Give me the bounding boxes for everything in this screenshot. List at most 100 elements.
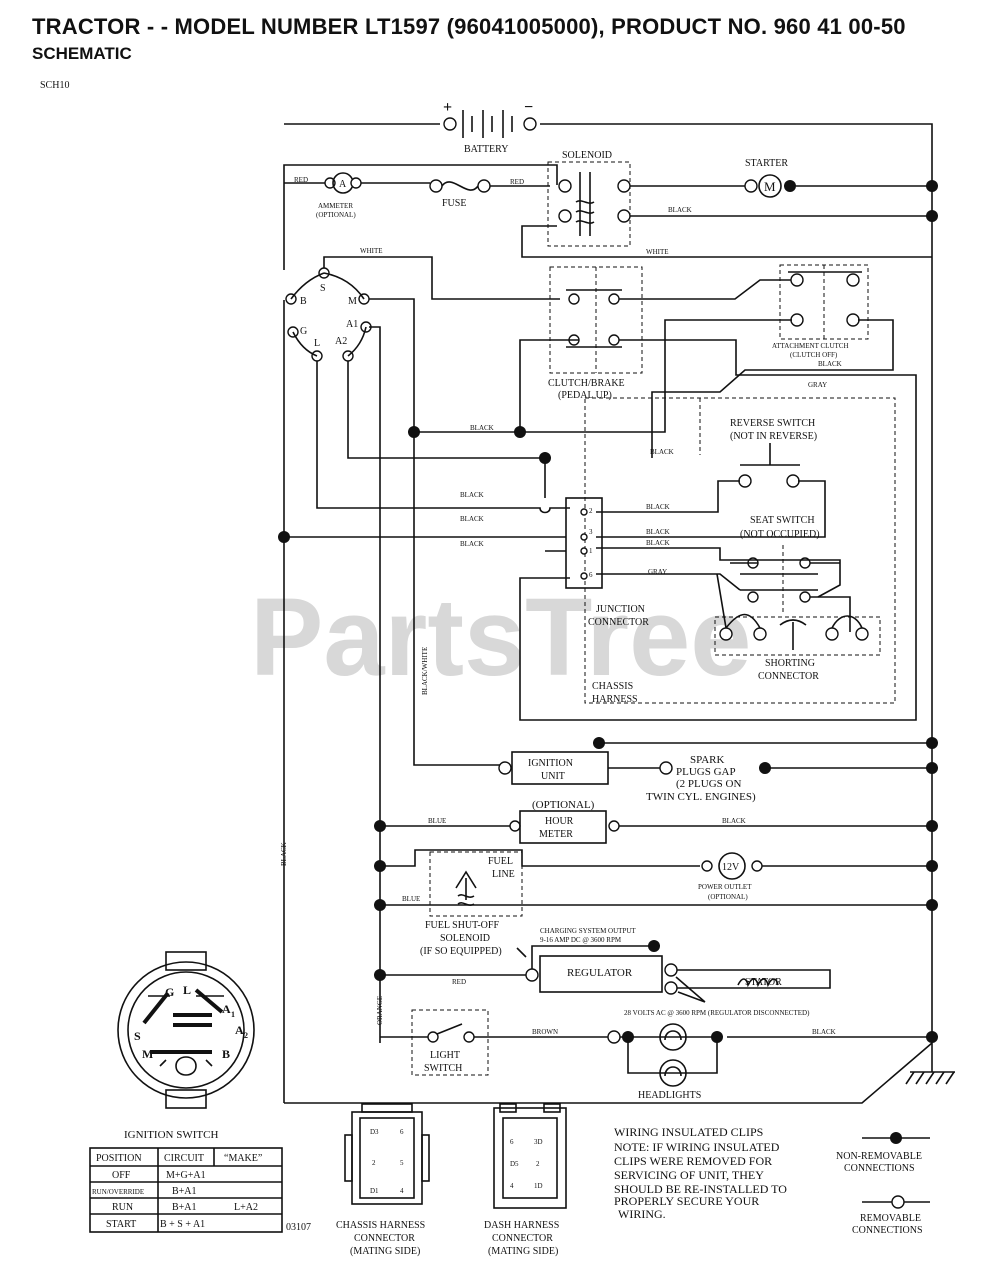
wire-label-black-left2: BLACK — [460, 515, 484, 523]
face-l: L — [183, 983, 191, 997]
face-a1: A — [222, 1002, 231, 1016]
note-line-7: WIRING. — [618, 1207, 666, 1221]
wire-label-black-mid: BLACK — [470, 424, 494, 432]
ignition-unit-label-2: UNIT — [541, 771, 565, 782]
ignition-switch-face: G L A 1 S A 2 M B IGNITION SWITCH — [117, 951, 255, 1141]
chassis-connector-label-1: CHASSIS HARNESS — [336, 1220, 425, 1231]
wire-label-orange: ORANGE — [376, 996, 384, 1025]
wire-label-white: WHITE — [360, 247, 383, 255]
power-outlet-symbol: 12V — [722, 862, 740, 873]
wire-label-brown: BROWN — [532, 1028, 558, 1036]
ignition-table: POSITION CIRCUIT “MAKE” OFF M+G+A1 RUN/O… — [89, 1147, 283, 1233]
chassis-harness-connector: D3 6 2 5 D1 4 CHASSIS HARNESS CONNECTOR … — [336, 1103, 430, 1257]
battery-minus: − — [524, 99, 533, 116]
seat-switch-sub: (NOT OCCUPIED) — [740, 529, 820, 540]
ammeter-symbol: A — [339, 179, 347, 190]
ignition-unit-label-1: IGNITION — [528, 758, 573, 769]
junction-connector: 2 3 1 6 JUNCTION CONNECTOR CHASSIS HARNE… — [565, 497, 649, 705]
dash-pin-d5: D5 — [510, 1160, 519, 1168]
charging-label-2: 9-16 AMP DC @ 3600 RPM — [540, 936, 622, 944]
page-subtitle: SCHEMATIC — [32, 44, 132, 63]
legend-removable-2: CONNECTIONS — [852, 1225, 923, 1236]
table-row-0-circ: M+G+A1 — [166, 1170, 206, 1181]
wire-label-black-head: BLACK — [812, 1028, 836, 1036]
fuel-shutoff-solenoid: FUEL LINE FUEL SHUT-OFF SOLENOID (IF SO … — [420, 851, 523, 957]
fuel-line-label-1: FUEL — [488, 856, 513, 867]
drawing-number: 03107 — [286, 1222, 311, 1233]
wire-label-black-white: BLACK/WHITE — [421, 647, 429, 695]
reverse-switch: REVERSE SWITCH (NOT IN REVERSE) — [730, 418, 817, 488]
wiring-note: WIRING INSULATED CLIPS NOTE: IF WIRING I… — [614, 1125, 787, 1221]
headlights: HEADLIGHTS — [607, 1023, 720, 1101]
light-switch-label-1: LIGHT — [430, 1050, 460, 1061]
nonremovable-connections — [278, 180, 938, 1043]
light-switch: LIGHT SWITCH — [411, 1009, 489, 1076]
charging-label-1: CHARGING SYSTEM OUTPUT — [540, 927, 636, 935]
dash-pin-3d: 3D — [534, 1138, 543, 1146]
wire-label-black-left: BLACK — [280, 842, 288, 866]
junction-label-2: CONNECTOR — [588, 617, 649, 628]
terminal-a1: A1 — [346, 319, 358, 330]
attachment-clutch-sub: (CLUTCH OFF) — [790, 351, 838, 359]
table-row-1-circ: B+A1 — [172, 1186, 197, 1197]
battery: + − BATTERY — [443, 99, 537, 155]
ammeter-optional: (OPTIONAL) — [316, 211, 356, 219]
headlights-label: HEADLIGHTS — [638, 1090, 701, 1101]
dash-connector-label-2: CONNECTOR — [492, 1233, 553, 1244]
chassis-pin-d1: D1 — [370, 1187, 379, 1195]
wire-label-black-hour: BLACK — [722, 817, 746, 825]
fuel-solenoid-label-3: (IF SO EQUIPPED) — [420, 946, 502, 957]
face-s: S — [134, 1029, 141, 1043]
junction-pin-1: 1 — [589, 547, 593, 555]
starter-label: STARTER — [745, 158, 788, 169]
junction-label-1: JUNCTION — [596, 604, 645, 615]
stator: STATOR 28 VOLTS AC @ 3600 RPM (REGULATOR… — [624, 969, 831, 1017]
attachment-clutch-label: ATTACHMENT CLUTCH — [772, 342, 849, 350]
table-row-2-make: L+A2 — [234, 1202, 258, 1213]
volts-note: 28 VOLTS AC @ 3600 RPM (REGULATOR DISCON… — [624, 1009, 810, 1017]
stator-label: STATOR — [745, 977, 782, 988]
watermark: PartsTree — [250, 576, 751, 699]
chassis-harness-label-1: CHASSIS — [592, 681, 633, 692]
note-line-1: WIRING INSULATED CLIPS — [614, 1125, 763, 1139]
note-line-2: NOTE: IF WIRING INSULATED — [614, 1140, 780, 1154]
wire-label-red: RED — [294, 176, 308, 184]
face-m: M — [142, 1047, 153, 1061]
solenoid-label: SOLENOID — [562, 150, 612, 161]
dash-pin-4: 4 — [510, 1182, 514, 1190]
face-a1-sub: 1 — [231, 1010, 235, 1019]
wire-label-blue-2: BLUE — [402, 895, 420, 903]
wire-label-black-mid2: BLACK — [650, 448, 674, 456]
battery-plus: + — [443, 99, 452, 116]
table-header-position: POSITION — [96, 1153, 142, 1164]
hour-meter-optional: (OPTIONAL) — [532, 799, 595, 811]
shorting-connector: SHORTING CONNECTOR — [714, 613, 881, 682]
wire-label-black-j1: BLACK — [646, 503, 670, 511]
table-header-make: “MAKE” — [224, 1153, 262, 1164]
shorting-label-2: CONNECTOR — [758, 671, 819, 682]
solenoid: SOLENOID — [547, 150, 631, 247]
ammeter: A RED AMMETER (OPTIONAL) — [294, 172, 362, 219]
wire-label-white-top: WHITE — [646, 248, 669, 256]
chassis-pin-d3: D3 — [370, 1128, 379, 1136]
hour-meter-label-1: HOUR — [545, 816, 574, 827]
note-line-3: CLIPS WERE REMOVED FOR — [614, 1154, 772, 1168]
ignition-switch-label: IGNITION SWITCH — [124, 1129, 218, 1141]
wire-label-red-2: RED — [510, 178, 524, 186]
table-row-3-pos: START — [106, 1219, 136, 1230]
spark-label-3: (2 PLUGS ON — [676, 778, 741, 790]
legend-removable-1: REMOVABLE — [860, 1213, 921, 1224]
dash-connector-label-3: (MATING SIDE) — [488, 1246, 558, 1257]
wire-label-black-j2: BLACK — [646, 528, 670, 536]
junction-pin-3: 3 — [589, 528, 593, 536]
terminal-a2: A2 — [335, 336, 347, 347]
table-row-0-pos: OFF — [112, 1170, 131, 1181]
power-outlet: 12V POWER OUTLET (OPTIONAL) — [698, 852, 763, 901]
wire-label-blue-1: BLUE — [428, 817, 446, 825]
terminal-b: B — [300, 296, 307, 307]
ammeter-label: AMMETER — [318, 202, 353, 210]
spark-label-2: PLUGS GAP — [676, 766, 736, 778]
table-row-3-circ: B + S + A1 — [160, 1219, 205, 1230]
chassis-pin-6: 6 — [400, 1128, 404, 1136]
